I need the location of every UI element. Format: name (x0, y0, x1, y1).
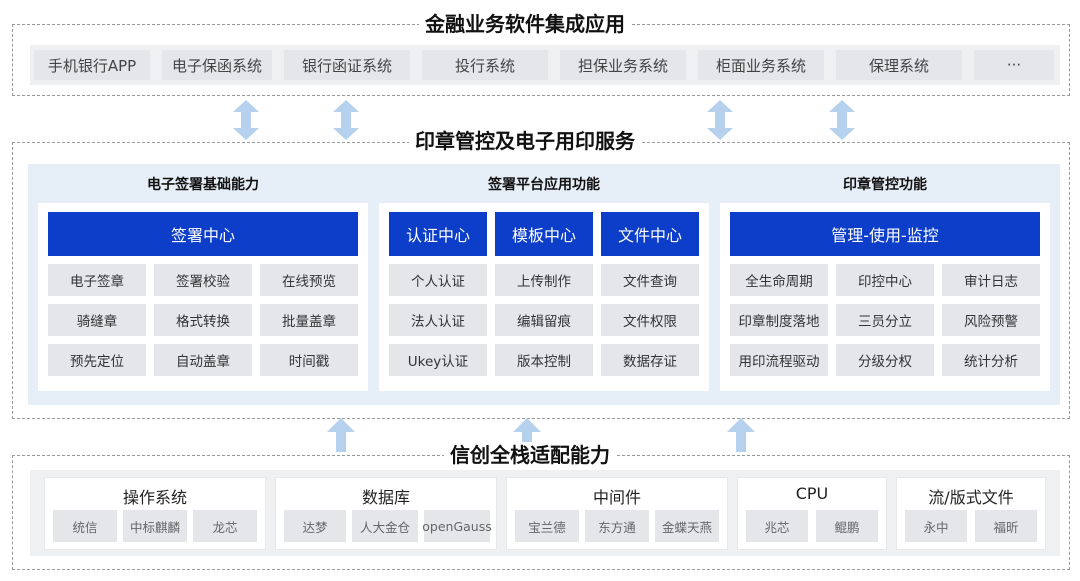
panel-cell: 个人认证 (389, 264, 487, 296)
top-item: 担保业务系统 (560, 50, 686, 80)
panel-cell: 自动盖章 (154, 344, 252, 376)
panel-cell: 文件查询 (601, 264, 699, 296)
panel-cell: 风险预警 (942, 304, 1040, 336)
double-arrow-icon (333, 100, 359, 140)
top-section-title: 金融业务软件集成应用 (419, 11, 631, 37)
panel-cell: 审计日志 (942, 264, 1040, 296)
panel-cell: 法人认证 (389, 304, 487, 336)
group-item: 东方通 (585, 510, 649, 542)
panel-header: 管理-使用-监控 (730, 212, 1040, 256)
top-items-row: 手机银行APP 电子保函系统 银行函证系统 投行系统 担保业务系统 柜面业务系统… (30, 45, 1060, 85)
double-arrow-icon (233, 100, 259, 140)
panel-title: 签署平台应用功能 (488, 177, 600, 193)
up-arrow-icon (513, 418, 541, 452)
group-title: 操作系统 (122, 488, 187, 507)
up-arrow-icon (727, 418, 755, 452)
top-item: 电子保函系统 (162, 50, 272, 80)
group-item: 宝兰德 (515, 510, 579, 542)
top-item: 柜面业务系统 (698, 50, 824, 80)
group-title: 数据库 (361, 488, 410, 507)
double-arrow-icon (829, 100, 855, 140)
panel-cell: 格式转换 (154, 304, 252, 336)
group-item: 金蝶天燕 (655, 510, 719, 542)
panel-cell: Ukey认证 (389, 344, 487, 376)
panel-cell: 预先定位 (48, 344, 146, 376)
group-item: 中标麒麟 (123, 510, 187, 542)
panel-cell: 三员分立 (836, 304, 934, 336)
panel-header: 模板中心 (495, 212, 593, 256)
group-title: 流/版式文件 (928, 488, 1014, 507)
panel-header: 认证中心 (389, 212, 487, 256)
top-item: 银行函证系统 (284, 50, 410, 80)
panel-cell: 时间戳 (260, 344, 358, 376)
group-item: 龙芯 (193, 510, 257, 542)
group-item: 统信 (53, 510, 117, 542)
group-item: 达梦 (284, 510, 346, 542)
double-arrow-icon (707, 100, 733, 140)
panel-header: 文件中心 (601, 212, 699, 256)
panel-cell: 用印流程驱动 (730, 344, 828, 376)
panel-cell: 批量盖章 (260, 304, 358, 336)
panel-cell: 统计分析 (942, 344, 1040, 376)
panel-cell: 在线预览 (260, 264, 358, 296)
panel-title: 电子签署基础能力 (147, 177, 259, 193)
panel-cell: 骑缝章 (48, 304, 146, 336)
bottom-section-title: 信创全栈适配能力 (444, 442, 616, 468)
group-item: 兆芯 (746, 510, 808, 542)
middle-section-title: 印章管控及电子用印服务 (409, 128, 641, 154)
panel-cell: 数据存证 (601, 344, 699, 376)
panel-title: 印章管控功能 (843, 177, 927, 193)
panel-cell: 分级分权 (836, 344, 934, 376)
panel-cell: 文件权限 (601, 304, 699, 336)
panel-cell: 上传制作 (495, 264, 593, 296)
panel-cell: 全生命周期 (730, 264, 828, 296)
panel-cell: 印控中心 (836, 264, 934, 296)
up-arrow-icon (327, 418, 355, 452)
top-item: ··· (974, 50, 1054, 80)
panel-header: 签署中心 (48, 212, 358, 256)
panel-cell: 印章制度落地 (730, 304, 828, 336)
panel-cell: 编辑留痕 (495, 304, 593, 336)
top-item: 保理系统 (836, 50, 962, 80)
top-item: 手机银行APP (34, 50, 150, 80)
group-title: CPU (795, 484, 829, 503)
group-item: 永中 (905, 510, 967, 542)
panel-cell: 电子签章 (48, 264, 146, 296)
panel-cell: 版本控制 (495, 344, 593, 376)
top-item: 投行系统 (422, 50, 548, 80)
group-item: 福昕 (975, 510, 1037, 542)
group-title: 中间件 (592, 488, 641, 507)
group-item: openGauss (422, 510, 492, 542)
panel-cell: 签署校验 (154, 264, 252, 296)
group-item: 人大金仓 (352, 510, 418, 542)
group-item: 鲲鹏 (816, 510, 878, 542)
